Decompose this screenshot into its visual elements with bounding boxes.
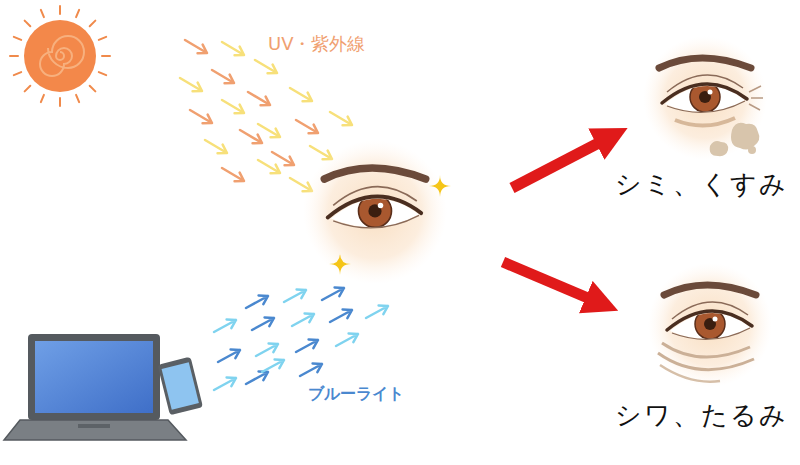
sun-ray: [76, 10, 79, 17]
sun-ray: [41, 10, 44, 17]
blue-light-label: ブルーライト: [308, 384, 404, 405]
sun-ray: [59, 6, 61, 14]
ray-arrow: [284, 289, 306, 302]
skin-glow: [648, 263, 772, 387]
ray-arrow: [272, 152, 294, 165]
sun-ray: [14, 72, 21, 75]
ray-arrow: [246, 371, 268, 384]
sun-ray: [76, 95, 79, 102]
ray-arrow: [214, 319, 236, 332]
eye-illustrations: [303, 36, 772, 387]
ray-arrow: [258, 160, 280, 173]
ray-arrow: [366, 305, 388, 318]
effect-caption: シミ、くすみ: [606, 169, 796, 200]
sun: [10, 6, 110, 106]
ray-arrow: [258, 124, 280, 137]
laptop: [4, 334, 186, 440]
ray-arrow: [290, 88, 312, 101]
ray-arrow: [185, 40, 207, 53]
eye: [324, 168, 425, 228]
ray-arrow: [218, 349, 240, 362]
sun-ray: [99, 37, 106, 40]
sun-ray: [102, 55, 110, 57]
ray-arrow: [205, 140, 227, 153]
uv-label: UV・紫外線: [268, 32, 366, 56]
ray-arrow: [262, 359, 284, 372]
ray-arrow: [292, 313, 314, 326]
sun-ray: [25, 21, 31, 27]
eye: [658, 285, 756, 382]
ray-arrow: [222, 100, 244, 113]
spot: [731, 123, 759, 150]
result-eye-panel: シミ、くすみ: [606, 35, 796, 200]
result-arrows: [503, 136, 612, 304]
skin-glow: [643, 36, 767, 160]
ray-arrow: [296, 339, 318, 352]
sun-ray: [90, 21, 96, 27]
sun-ray: [25, 86, 31, 92]
ray-arrow: [212, 70, 234, 83]
ray-arrow: [248, 92, 270, 105]
spot: [710, 141, 728, 156]
sun-ray: [14, 37, 21, 40]
sun-ray: [99, 72, 106, 75]
sun-ray: [10, 55, 18, 57]
ray-arrow: [180, 78, 202, 91]
sun-ray: [59, 98, 61, 106]
ray-arrow: [240, 130, 262, 143]
result-eye-panel: シワ、たるみ: [606, 260, 796, 431]
ray-arrow: [190, 110, 212, 123]
spot: [748, 146, 756, 154]
ray-arrow: [222, 168, 244, 181]
ray-arrow: [246, 295, 268, 308]
sun-ray: [41, 95, 44, 102]
sun-ray: [90, 86, 96, 92]
ray-arrow: [214, 377, 236, 390]
sparkle: [429, 175, 451, 197]
sparkle: [329, 253, 351, 275]
ray-arrow: [256, 343, 278, 356]
ray-arrow: [296, 120, 318, 133]
ray-arrow: [330, 112, 352, 125]
ray-arrow: [255, 60, 277, 73]
eye: [659, 58, 763, 126]
ray-arrow: [330, 309, 352, 322]
effect-caption: シワ、たるみ: [606, 400, 796, 431]
blue-light-rays: [214, 287, 388, 390]
smartphone: [157, 357, 203, 416]
ray-arrow: [222, 42, 244, 55]
skin-glow: [303, 140, 447, 284]
ray-arrow: [336, 333, 358, 346]
ray-arrow: [322, 287, 344, 300]
ray-arrow: [252, 317, 274, 330]
ray-arrow: [300, 363, 322, 376]
